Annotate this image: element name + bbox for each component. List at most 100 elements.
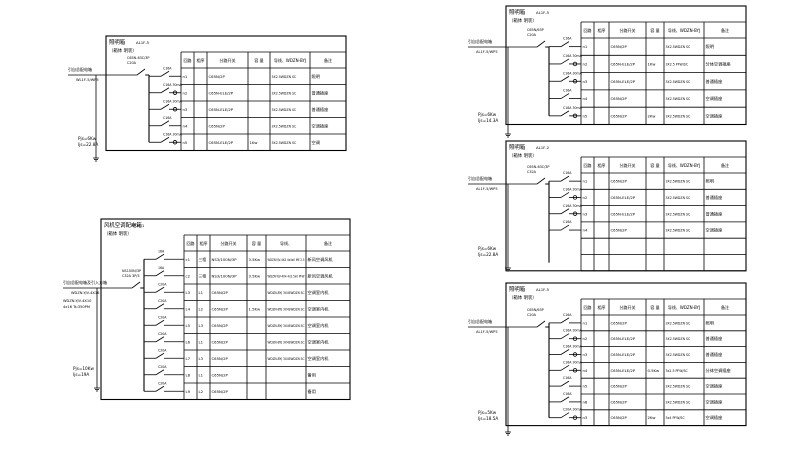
branch-device: C65N/2P: [611, 113, 628, 118]
table-header-cell: 回路: [584, 27, 592, 33]
table-header-cell: 导线、WDZN-BYJ: [668, 162, 700, 168]
branch-device: C65N/2P: [209, 74, 226, 79]
rcd-symbol: [572, 195, 578, 200]
wire-spec: 3x2.5 PFW/SC: [666, 369, 689, 373]
wire-spec: 3X2.5WDZN SC: [666, 385, 691, 389]
branch-device: C65N-ELE/2P: [209, 107, 234, 112]
branch-device: NS3/100N/3P: [212, 257, 238, 262]
branch-breaker-label: 16A: [158, 266, 165, 270]
load-calculation: Ijs=18.5A: [478, 416, 498, 421]
branch-breaker-blade: [155, 270, 165, 277]
capacity: 1Kw: [648, 61, 656, 66]
circuit-id: L8: [186, 372, 191, 377]
branch-breaker-label: C16A 30mA: [563, 106, 583, 110]
branch-breaker-label: C16A: [563, 313, 572, 317]
branch-breaker-blade: [560, 58, 570, 65]
table-header-cell: 容 量: [254, 57, 263, 63]
branch-device: C65N-ELE/2P: [611, 352, 636, 357]
branch-breaker-blade: [560, 93, 570, 99]
table-header-cell: 容 量: [650, 27, 659, 33]
feed-cable-label: AL1F-5/WP5: [476, 330, 498, 334]
branch-device: C65N-ELE/2P: [611, 79, 636, 84]
table-header-cell: 相序: [598, 27, 606, 33]
branch-breaker-label: C16A 30mA: [163, 99, 183, 103]
remark: 空调室内机: [308, 338, 330, 345]
branch-device: C65N-ELE/2P: [611, 368, 636, 373]
panel-title: 风机空调配电箱: [104, 221, 142, 229]
distribution-panel-ap1: 风机空调配电箱AP1F-1（箱体 明装）回路相序分路开关容 量导线、备注引自总配…: [63, 218, 351, 401]
branch-breaker-label: C16A 30mA: [163, 83, 183, 87]
branch-breaker-blade: [160, 136, 170, 143]
phase: L2: [199, 306, 204, 311]
table-header-cell: 相序: [197, 57, 205, 63]
branch-breaker-blade: [155, 385, 165, 392]
remark: 空调室内机: [308, 289, 330, 296]
table-header-cell: 相序: [598, 304, 606, 310]
branch-breaker-label: 16A: [158, 249, 165, 253]
rcd-symbol: [572, 61, 578, 67]
feed-source-label: 引自总配电箱: [468, 38, 492, 44]
feed-source-label: 引自总配电箱及引入方箱: [63, 279, 107, 285]
remark: 普通插座: [706, 335, 723, 342]
rcd-symbol: [172, 90, 178, 95]
panel-subtitle: （箱体 明装）: [509, 294, 537, 301]
table-header-cell: 备注: [721, 27, 729, 33]
wire-spec: 3X2.5WDZN SC: [272, 91, 297, 95]
branch-device: C65N/2P: [611, 96, 628, 101]
wire-spec: 3X2.5WDZN SC: [666, 321, 691, 325]
wire-spec: 3X2.5WDZN SC: [272, 75, 297, 79]
wire-spec: 3X2.5WDZN SC: [666, 97, 691, 101]
load-calculation: Ijs=22.8A: [78, 142, 98, 147]
rcd-symbol: [572, 368, 578, 373]
remark: 新风空调风机: [308, 256, 334, 263]
branch-breaker-label: C16A 30mA: [563, 345, 583, 349]
rcd-symbol: [572, 415, 578, 420]
wire-spec: 3X2.5WDZN SC: [272, 124, 297, 128]
feed-extra-label: WDZN-YJV-4X10: [63, 299, 92, 303]
branch-breaker-label: C20A: [158, 282, 167, 286]
panel-title: 照明箱: [109, 38, 126, 46]
table-header-cell: 分路开关: [221, 240, 237, 246]
branch-breaker-blade: [560, 317, 570, 324]
capacity: 2Kw: [648, 113, 656, 118]
circuit-id: L6: [186, 339, 191, 344]
branch-device: C65N/2P: [611, 415, 628, 420]
branch-device: C65N/2P: [611, 320, 628, 325]
table-header-cell: 容 量: [650, 162, 659, 168]
branch-device: C65N/2P: [212, 389, 229, 394]
capacity: 1Kw: [250, 140, 258, 145]
load-calculation: Ijs=22.8A: [478, 252, 498, 257]
branch-breaker-blade: [560, 175, 570, 182]
wire-spec: WDZN-BYJ 3X4SWDZN SC: [268, 307, 306, 311]
branch-breaker-blade: [155, 369, 165, 376]
remark: 照明: [706, 320, 714, 326]
remark: 空调室内机: [308, 305, 330, 312]
branch-breaker-blade: [560, 41, 570, 47]
remark: 分体空调插座: [706, 367, 731, 374]
wire-spec: 3X2.5WDZN SC: [272, 108, 297, 112]
table-header-cell: 回路: [187, 240, 195, 246]
branch-breaker-blade: [560, 333, 570, 340]
table-header-cell: 回路: [584, 162, 592, 168]
branch-breaker-blade: [160, 70, 170, 77]
remark: 普通插座: [312, 89, 329, 96]
wire-spec: 3X2.5WDZN SC: [666, 80, 691, 84]
main-breaker-label: C20A: [127, 61, 137, 65]
panel-title: 照明箱: [509, 285, 526, 293]
table-header-cell: 分路开关: [220, 57, 236, 63]
branch-device: C65N/2P: [212, 339, 229, 344]
table-header-cell: 导线、WDZN-BYJ: [274, 57, 306, 63]
